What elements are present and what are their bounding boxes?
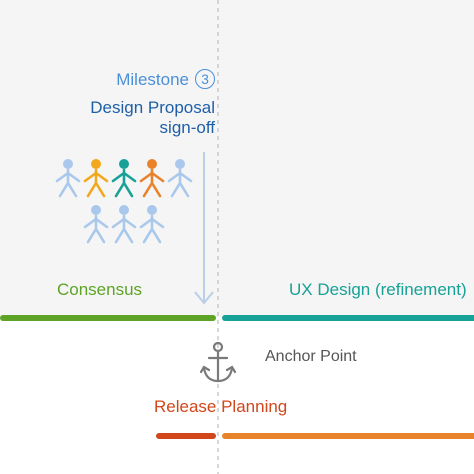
milestone-label: Milestone — [116, 69, 189, 89]
anchor-icon — [199, 341, 237, 383]
release-planning-bar-orange — [222, 433, 474, 439]
release-planning-bar-red — [156, 433, 216, 439]
person-icon — [111, 159, 137, 198]
milestone-number-badge: 3 — [195, 69, 215, 89]
person-icon — [55, 159, 81, 198]
release-planning-label: Release Planning — [154, 397, 288, 416]
milestone-title: Design Proposal sign-off — [90, 98, 215, 138]
person-icon — [83, 205, 109, 244]
person-icon — [83, 159, 109, 198]
down-arrow-icon — [194, 152, 214, 305]
consensus-bar — [0, 315, 216, 321]
person-icon — [167, 159, 193, 198]
person-icon — [139, 205, 165, 244]
milestone-title-line1: Design Proposal — [90, 98, 215, 117]
consensus-label: Consensus — [57, 280, 143, 299]
person-icon — [139, 159, 165, 198]
person-icon — [111, 205, 137, 244]
milestone-title-line2: sign-off — [159, 118, 215, 137]
ux-design-bar — [222, 315, 474, 321]
bottom-background — [0, 317, 474, 474]
milestone-heading: Milestone 3 — [116, 69, 215, 89]
top-background — [0, 0, 474, 317]
ux-design-label: UX Design (refinement) — [289, 280, 467, 299]
anchor-point-label: Anchor Point — [265, 348, 357, 365]
people-group — [55, 159, 193, 244]
